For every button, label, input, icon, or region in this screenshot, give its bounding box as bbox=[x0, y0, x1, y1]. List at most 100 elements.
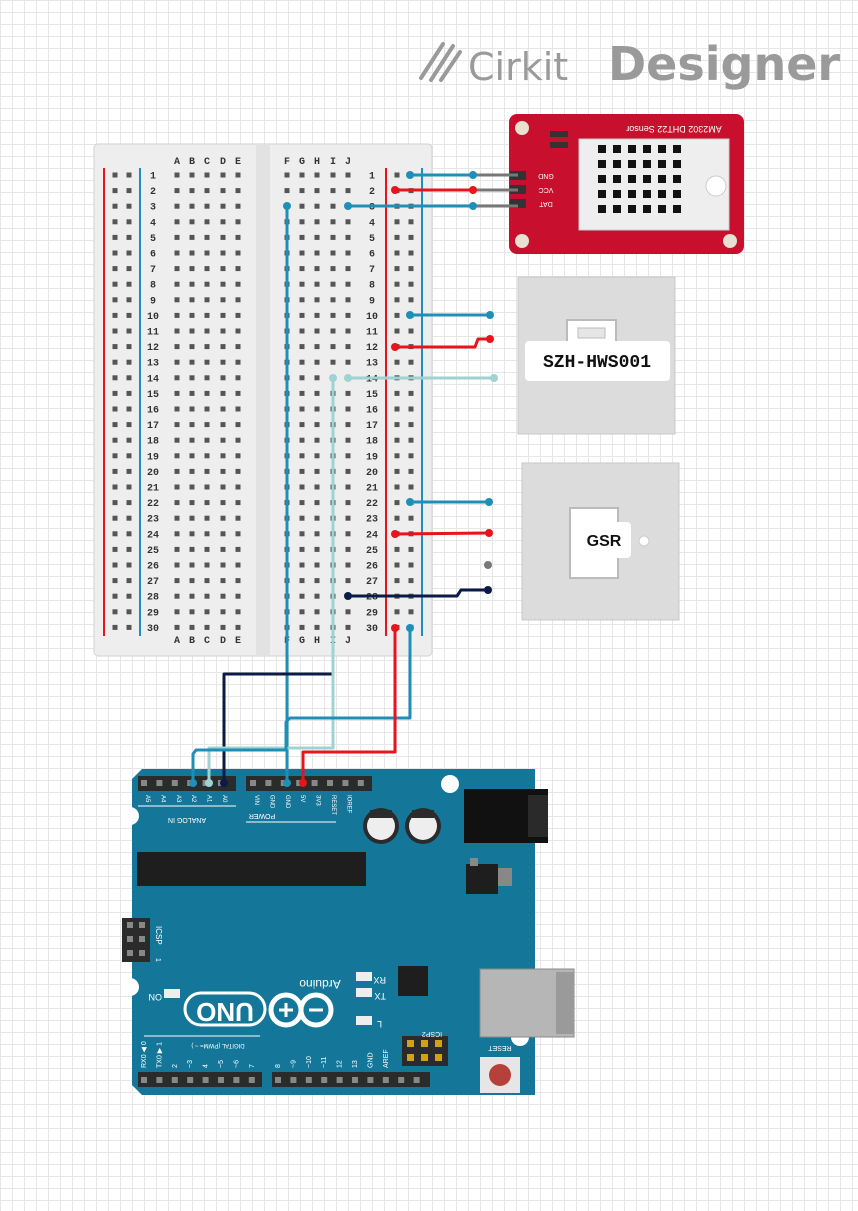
icsp-header[interactable] bbox=[122, 918, 150, 962]
row-number: 28 bbox=[366, 593, 378, 604]
digital-pin-label: GND bbox=[367, 1052, 374, 1068]
col-label-g: G bbox=[299, 157, 305, 168]
power-pin-label: 5V bbox=[299, 795, 305, 802]
wires bbox=[189, 171, 518, 787]
row-number: 20 bbox=[366, 468, 378, 479]
digital-pin-label: ~3 bbox=[187, 1060, 194, 1068]
row-number: 25 bbox=[366, 546, 378, 557]
row-number: 14 bbox=[366, 374, 378, 385]
atmega-chip bbox=[137, 852, 366, 886]
row-number: 8 bbox=[150, 281, 156, 292]
szh-hws001-module[interactable]: SZH-HWS001 bbox=[517, 276, 676, 435]
row-number: 16 bbox=[366, 406, 378, 417]
col-label-a: A bbox=[174, 157, 180, 168]
analog-pin-label: A2 bbox=[190, 795, 196, 803]
power-pin-label: IOREF bbox=[345, 795, 351, 814]
row-number: 1 bbox=[150, 172, 156, 183]
breadboard-holes bbox=[112, 172, 414, 630]
row-number: 3 bbox=[369, 203, 375, 214]
row-number: 22 bbox=[366, 499, 378, 510]
power-pin-label: VIN bbox=[253, 795, 259, 805]
row-number: 2 bbox=[369, 187, 375, 198]
digital-header-label: DIGITAL (PWM= ~ ) bbox=[191, 1042, 244, 1048]
row-number: 15 bbox=[147, 390, 159, 401]
voltage-regulator bbox=[466, 864, 498, 894]
col-label-e: E bbox=[235, 157, 241, 168]
analog-pin-label: A3 bbox=[175, 795, 181, 803]
power-pin-label: 3V3 bbox=[315, 795, 321, 806]
digital-pin-label: 4 bbox=[203, 1064, 210, 1068]
row-number: 12 bbox=[366, 343, 378, 354]
capacitors bbox=[363, 808, 441, 844]
row-number: 23 bbox=[147, 515, 159, 526]
digital-header-high bbox=[272, 1072, 430, 1087]
row-number: 7 bbox=[150, 265, 156, 276]
digital-pin-label: 12 bbox=[337, 1060, 344, 1068]
col-label-b-bottom: B bbox=[189, 636, 195, 647]
analog-header bbox=[138, 776, 236, 791]
row-number: 21 bbox=[366, 484, 378, 495]
on-label: ON bbox=[149, 992, 163, 1002]
row-number: 29 bbox=[147, 608, 159, 619]
reset-button[interactable] bbox=[489, 1064, 511, 1086]
reset-label: RESET bbox=[488, 1044, 512, 1051]
row-number: 24 bbox=[366, 530, 378, 541]
col-label-f: F bbox=[284, 157, 290, 168]
icsp2-label: ICSP2 bbox=[422, 1030, 442, 1037]
row-number: 13 bbox=[147, 359, 159, 370]
digital-pin-label: 7 bbox=[249, 1064, 256, 1068]
tx-label: TX bbox=[374, 991, 386, 1001]
icsp-label: ICSP bbox=[154, 926, 163, 945]
row-number: 21 bbox=[147, 484, 159, 495]
col-label-j: J bbox=[345, 157, 351, 168]
usb-chip bbox=[398, 966, 428, 996]
wire-gsr-vcc bbox=[394, 531, 490, 536]
row-number: 26 bbox=[147, 562, 159, 573]
col-label-c: C bbox=[204, 157, 210, 168]
digital-pin-label: ~10 bbox=[306, 1056, 313, 1068]
row-number: 16 bbox=[147, 406, 159, 417]
row-number: 26 bbox=[366, 562, 378, 573]
col-label-b: B bbox=[189, 157, 195, 168]
row-number: 25 bbox=[147, 546, 159, 557]
col-label-h: H bbox=[314, 157, 320, 168]
row-number: 5 bbox=[150, 234, 156, 245]
row-number: 10 bbox=[147, 312, 159, 323]
col-label-e-bottom: E bbox=[235, 636, 241, 647]
row-number: 6 bbox=[150, 250, 156, 261]
l-label: L bbox=[377, 1019, 382, 1029]
dht22-pin-vcc: VCC bbox=[539, 186, 554, 193]
row-number: 28 bbox=[147, 593, 159, 604]
analog-in-label: ANALOG IN bbox=[168, 816, 206, 823]
arduino-logo-icon bbox=[183, 991, 334, 1028]
brand-name: Cirkit bbox=[468, 45, 568, 89]
analog-pin-label: A1 bbox=[206, 795, 212, 803]
col-label-h-bottom: H bbox=[314, 636, 320, 647]
dht22-sensor[interactable]: AM2302 DHT22 Sensor GND VCC DAT bbox=[509, 114, 744, 254]
power-pin-label: RESET bbox=[330, 795, 336, 815]
row-number: 20 bbox=[147, 468, 159, 479]
gsr-module[interactable]: GSR bbox=[521, 462, 680, 621]
arduino-brand-label: Arduino bbox=[299, 977, 341, 991]
row-number: 4 bbox=[150, 218, 156, 229]
icsp-pin1-label: 1 bbox=[154, 958, 161, 962]
analog-pin-label: A5 bbox=[144, 795, 150, 803]
digital-pin-label: 8 bbox=[275, 1064, 282, 1068]
on-led bbox=[164, 989, 180, 998]
wire-rail-vcc-to-5v bbox=[301, 628, 397, 783]
col-label-c-bottom: C bbox=[204, 636, 210, 647]
hws-label: SZH-HWS001 bbox=[543, 353, 651, 373]
dht22-title: AM2302 DHT22 Sensor bbox=[626, 124, 722, 134]
cirkit-logo-icon bbox=[419, 42, 462, 82]
dht22-pin-gnd: GND bbox=[538, 172, 554, 179]
row-number: 2 bbox=[150, 187, 156, 198]
digital-pin-label: ~11 bbox=[321, 1057, 328, 1068]
row-number: 14 bbox=[147, 374, 159, 385]
digital-pin-label: AREF bbox=[383, 1049, 390, 1068]
dht22-vent-grid bbox=[598, 145, 681, 213]
row-number: 1 bbox=[369, 172, 375, 183]
